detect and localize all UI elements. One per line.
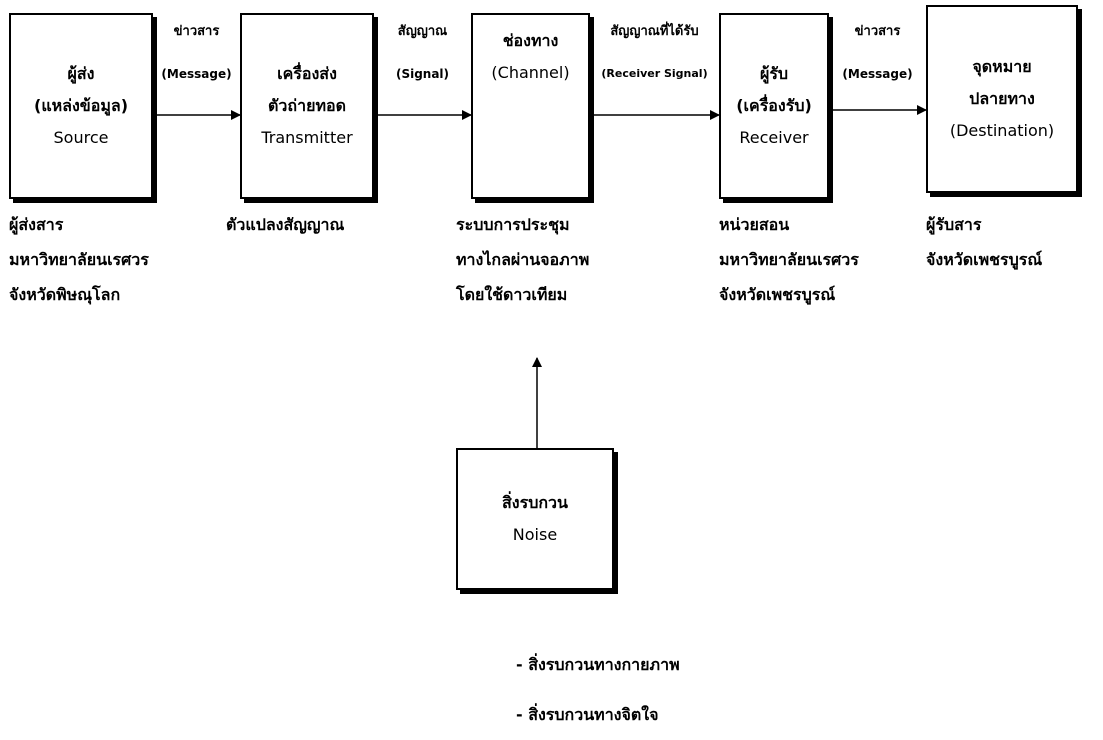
noise-label-en: Noise (512, 525, 558, 544)
source-desc-line: มหาวิทยาลัยนเรศวร (9, 250, 149, 269)
arrow3-label-bottom: (Receiver Signal) (601, 67, 708, 80)
noise-label-thai: สิ่งรบกวน (502, 493, 568, 512)
destination-box: จุดหมาย ปลายทาง (Destination) (926, 5, 1078, 193)
arrow1-label-top: ข่าวสาร (173, 24, 220, 39)
receiver-desc-line: หน่วยสอน (719, 215, 790, 234)
noise-type-item: - สิ่งรบกวนทางจิตใจ (516, 705, 659, 724)
source-desc-line: จังหวัดพิษณุโลก (9, 285, 121, 304)
destination-desc-line: ผู้รับสาร (926, 215, 982, 234)
arrow3-label-top: สัญญาณที่ได้รับ (610, 24, 699, 39)
transmitter-description: ตัวแปลงสัญญาณ (226, 207, 344, 242)
transmitter-desc-line: ตัวแปลงสัญญาณ (226, 215, 345, 234)
source-label-thai: ผู้ส่ง (67, 64, 95, 83)
channel-desc-line: โดยใช้ดาวเทียม (456, 285, 568, 304)
receiver-label-thai: ผู้รับ (759, 64, 789, 83)
channel-box: ช่องทาง (Channel) (471, 13, 590, 199)
transmitter-box: เครื่องส่ง ตัวถ่ายทอด Transmitter (240, 13, 374, 199)
destination-label-thai: จุดหมาย (972, 57, 1032, 76)
receiver-desc-line: จังหวัดเพชรบูรณ์ (719, 285, 836, 304)
destination-label-en: (Destination) (949, 121, 1055, 140)
noise-types-list: - สิ่งรบกวนทางกายภาพ - สิ่งรบกวนทางจิตใจ (516, 640, 680, 740)
source-box: ผู้ส่ง (แหล่งข้อมูล) Source (9, 13, 153, 199)
channel-label-thai: ช่องทาง (502, 31, 559, 50)
transmitter-label-en: Transmitter (261, 128, 353, 147)
arrow1-label-bottom: (Message) (161, 67, 232, 81)
arrow4-label-bottom: (Message) (842, 67, 913, 81)
source-desc-line: ผู้ส่งสาร (9, 215, 64, 234)
destination-label-thai-sub: ปลายทาง (969, 89, 1035, 108)
noise-box: สิ่งรบกวน Noise (456, 448, 614, 590)
arrow4-label-top: ข่าวสาร (854, 24, 901, 39)
destination-desc-line: จังหวัดเพชรบูรณ์ (926, 250, 1043, 269)
transmitter-label-thai: เครื่องส่ง (277, 64, 337, 83)
channel-desc-line: ระบบการประชุม (456, 215, 570, 234)
source-description: ผู้ส่งสาร มหาวิทยาลัยนเรศวร จังหวัดพิษณุ… (9, 207, 149, 312)
receiver-desc-line: มหาวิทยาลัยนเรศวร (719, 250, 859, 269)
arrow2-label-bottom: (Signal) (395, 67, 450, 81)
channel-description: ระบบการประชุม ทางไกลผ่านจอภาพ โดยใช้ดาวเ… (456, 207, 589, 312)
receiver-label-thai-sub: (เครื่องรับ) (736, 96, 812, 115)
destination-description: ผู้รับสาร จังหวัดเพชรบูรณ์ (926, 207, 1042, 277)
receiver-description: หน่วยสอน มหาวิทยาลัยนเรศวร จังหวัดเพชรบู… (719, 207, 859, 312)
channel-desc-line: ทางไกลผ่านจอภาพ (456, 250, 590, 269)
receiver-label-en: Receiver (739, 128, 809, 147)
source-label-thai-sub: (แหล่งข้อมูล) (34, 96, 128, 115)
noise-type-item: - สิ่งรบกวนทางกายภาพ (516, 655, 680, 674)
source-label-en: Source (53, 128, 109, 147)
channel-label-en: (Channel) (491, 63, 570, 82)
transmitter-label-thai-sub: ตัวถ่ายทอด (268, 96, 346, 115)
arrow2-label-top: สัญญาณ (397, 24, 448, 39)
receiver-box: ผู้รับ (เครื่องรับ) Receiver (719, 13, 829, 199)
